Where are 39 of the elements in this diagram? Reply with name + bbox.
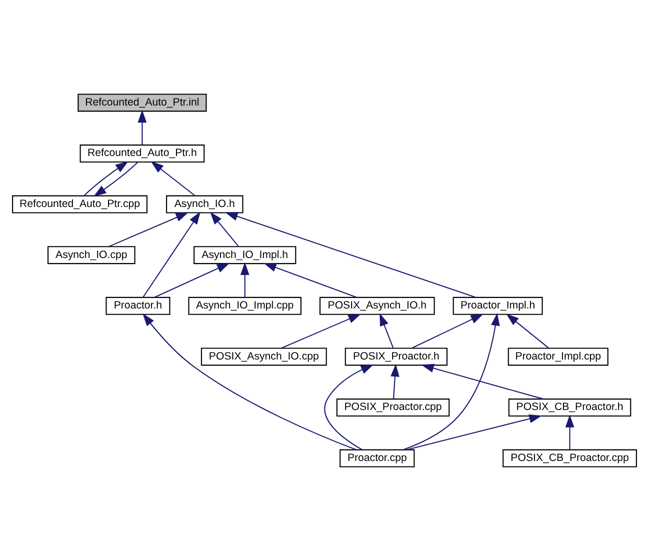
node-box: Refcounted_Auto_Ptr.inl	[78, 93, 207, 112]
arrow	[324, 364, 374, 450]
node-box: Proactor.cpp	[340, 448, 415, 467]
arrow	[402, 312, 500, 450]
arrow	[380, 312, 394, 348]
node-box: POSIX_CB_Proactor.h	[508, 398, 632, 416]
node-box: POSIX_Proactor.cpp	[336, 398, 450, 416]
node-box: Asynch_IO.h	[166, 194, 244, 213]
arrow	[94, 161, 138, 196]
node-box: POSIX_Asynch_IO.h	[319, 296, 435, 314]
node-box: Proactor.h	[106, 296, 170, 314]
node-box: Refcounted_Auto_Ptr.h	[80, 144, 205, 162]
arrow	[108, 212, 189, 246]
arrow	[142, 211, 200, 298]
node-box: POSIX_CB_Proactor.cpp	[502, 448, 637, 467]
arrow	[281, 313, 362, 348]
arrow	[406, 414, 542, 450]
arrow	[506, 313, 550, 348]
arrow	[142, 312, 357, 450]
node-box: Proactor_Impl.h	[452, 296, 543, 314]
arrow	[138, 109, 147, 144]
arrow	[210, 211, 239, 246]
arrow	[264, 262, 357, 298]
arrow	[565, 414, 574, 450]
node-box: Refcounted_Auto_Ptr.cpp	[12, 194, 148, 213]
arrow	[150, 160, 196, 196]
arrow	[412, 313, 484, 348]
node-box: Proactor_Impl.cpp	[508, 347, 608, 366]
node-box: Asynch_IO_Impl.cpp	[188, 296, 302, 314]
arrow	[84, 160, 128, 196]
node-box: Asynch_IO.cpp	[47, 246, 136, 264]
arrow	[390, 363, 400, 398]
arrow	[421, 363, 544, 399]
arrow	[240, 262, 250, 297]
arrow	[154, 262, 230, 298]
arrow	[225, 212, 476, 298]
node-box: Asynch_IO_Impl.h	[194, 246, 296, 264]
node-box: POSIX_Proactor.h	[344, 347, 448, 366]
node-box: POSIX_Asynch_IO.cpp	[200, 347, 327, 366]
